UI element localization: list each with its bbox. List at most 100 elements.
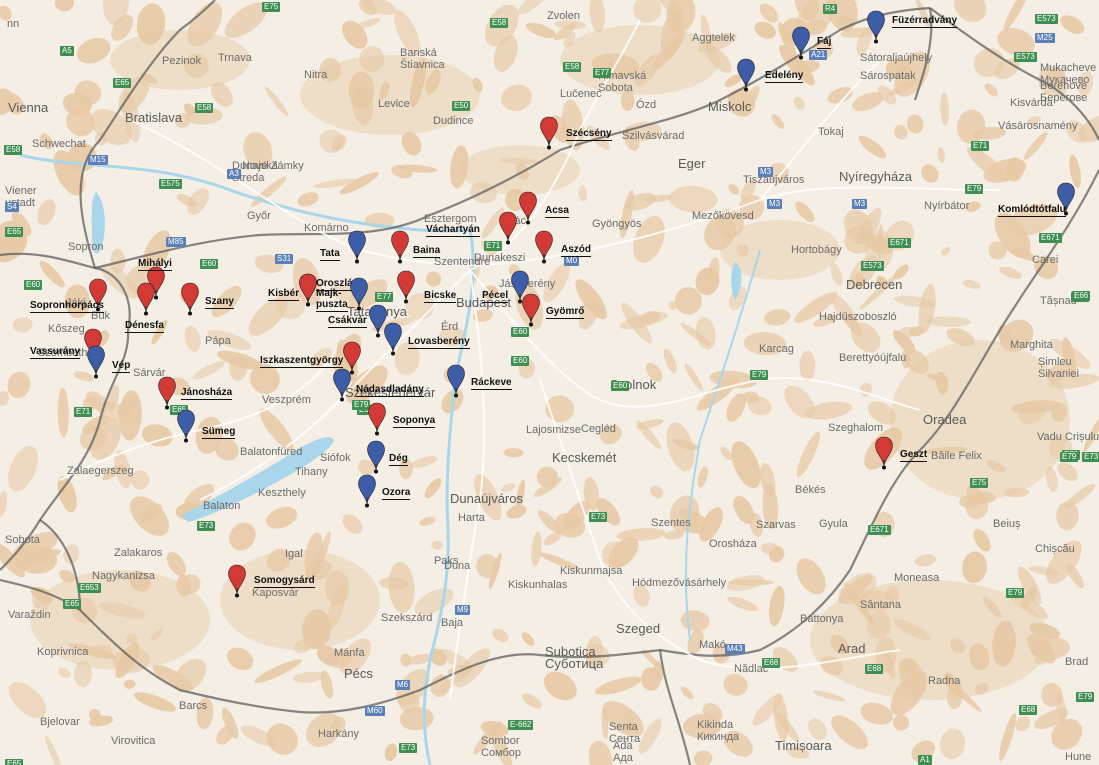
road-shield: E65 [170,405,189,415]
map-pin-icon[interactable] [298,273,318,307]
marker-label[interactable]: Acsa [545,205,569,218]
marker-label[interactable]: Komlódtótfalu [998,204,1066,217]
map-pin-icon[interactable] [367,402,387,436]
marker-label[interactable]: Sopronhorpács [30,300,104,313]
road [199,269,471,501]
map-pin-icon[interactable] [736,58,756,92]
place-label: Dudince [433,115,474,127]
marker-label[interactable]: Sümeg [202,426,236,439]
marker-label[interactable]: Edelény [765,70,804,83]
map-pin-icon[interactable] [866,10,886,44]
map-pin-icon[interactable] [521,293,541,327]
map-pin-icon[interactable] [347,230,367,264]
terrain-patch [743,332,787,356]
terrain-patch [114,450,131,489]
map-pin-icon[interactable] [791,26,811,60]
terrain-patch [1003,487,1030,498]
map-pin-icon[interactable] [180,282,200,316]
marker-label[interactable]: Pécel [482,290,509,303]
map-pin-icon[interactable] [518,191,538,225]
marker-label[interactable]: Szany [205,296,234,309]
map-pin-icon[interactable] [136,282,156,316]
terrain-patch [501,84,533,112]
map-pin-icon[interactable] [383,322,403,356]
map-pin-icon[interactable] [157,376,177,410]
marker-label[interactable]: Fáj [817,36,832,49]
place-label: Tihany [295,466,328,478]
terrain-patch [176,574,192,597]
marker-label[interactable]: Jánosháza [181,387,233,400]
map-pin-icon[interactable] [534,230,554,264]
marker-label[interactable]: Aszód [561,244,591,257]
terrain-patch [1051,402,1068,422]
place-label: Duna [444,560,471,572]
terrain-patch [894,295,937,308]
marker-label[interactable]: Gyömrő [546,306,585,319]
map-pin-icon[interactable] [366,440,386,474]
marker-label[interactable]: Váchartyán [426,224,480,237]
place-label: Hune [1065,751,1092,763]
map-pin-icon[interactable] [510,270,530,304]
terrain-patch [499,157,540,165]
place-label: Szeghalom [828,422,884,434]
marker-label[interactable]: Csákvár [328,315,367,328]
road-shield: E575 [159,179,182,189]
map-pin-icon[interactable] [1056,182,1076,216]
map-pin-icon[interactable] [396,270,416,304]
place-label: Battonya [800,613,844,625]
place-label: Pécs [344,666,373,681]
marker-label[interactable]: Bicske [424,290,457,303]
place-label: Koprivnica [37,646,89,658]
terrain-patch [401,131,422,156]
terrain-patch [543,262,570,303]
map-pin-icon[interactable] [357,474,377,508]
marker-label[interactable]: Majk- puszta [316,288,348,312]
marker-label[interactable]: Tata [320,248,340,261]
marker-label[interactable]: Soponya [393,415,436,428]
terrain-patch [672,438,700,451]
terrain-patch [796,431,821,478]
marker-label[interactable]: Ráckeve [471,377,512,390]
map-pin-icon[interactable] [446,364,466,398]
marker-label[interactable]: Lovasberény [408,336,470,349]
map-pin-icon[interactable] [368,304,388,338]
terrain-patch [424,478,442,499]
marker-label[interactable]: Szécsény [566,128,612,141]
marker-label[interactable]: Vép [112,360,131,373]
terrain-patch [851,92,884,112]
marker-label[interactable]: Oroszlány [316,278,365,291]
marker-label[interactable]: Füzérradvány [892,15,958,28]
terrain-patch [76,37,111,64]
country-border [94,6,931,270]
map-pin-icon[interactable] [88,278,108,312]
marker-label[interactable]: Kisbér [268,288,300,301]
map-pin-icon[interactable] [390,230,410,264]
marker-label[interactable]: Dénesfa [125,320,164,333]
place-label: Carei [1032,254,1059,266]
map-pin-icon[interactable] [498,211,518,245]
marker-label[interactable]: Ozora [382,487,411,500]
marker-label[interactable]: Geszt [900,449,928,462]
map-pin-icon[interactable] [874,436,894,470]
marker-label[interactable]: Iszkaszentgyörgy [260,355,344,368]
map-pin-icon[interactable] [146,266,166,300]
terrain-patch [982,596,1002,619]
marker-label[interactable]: Mihályi [138,258,172,271]
marker-label[interactable]: Baina [413,245,441,258]
map-pin-icon[interactable] [332,368,352,402]
map-pin-icon[interactable] [86,345,106,379]
marker-label[interactable]: Vassurány [30,346,81,359]
marker-label[interactable]: Dég [389,453,408,466]
terrain-patch [227,647,254,671]
terrain-patch [473,309,493,322]
map-pin-icon[interactable] [176,409,196,443]
marker-label[interactable]: Nádasdladány [356,384,424,397]
terrain-patch [724,74,742,88]
terrain-patch [674,287,702,315]
marker-label[interactable]: Somogysárd [254,575,315,588]
map-pin-icon[interactable] [349,277,369,311]
map-pin-icon[interactable] [227,564,247,598]
map-pin-icon[interactable] [539,116,559,150]
map-pin-icon[interactable] [342,341,362,375]
